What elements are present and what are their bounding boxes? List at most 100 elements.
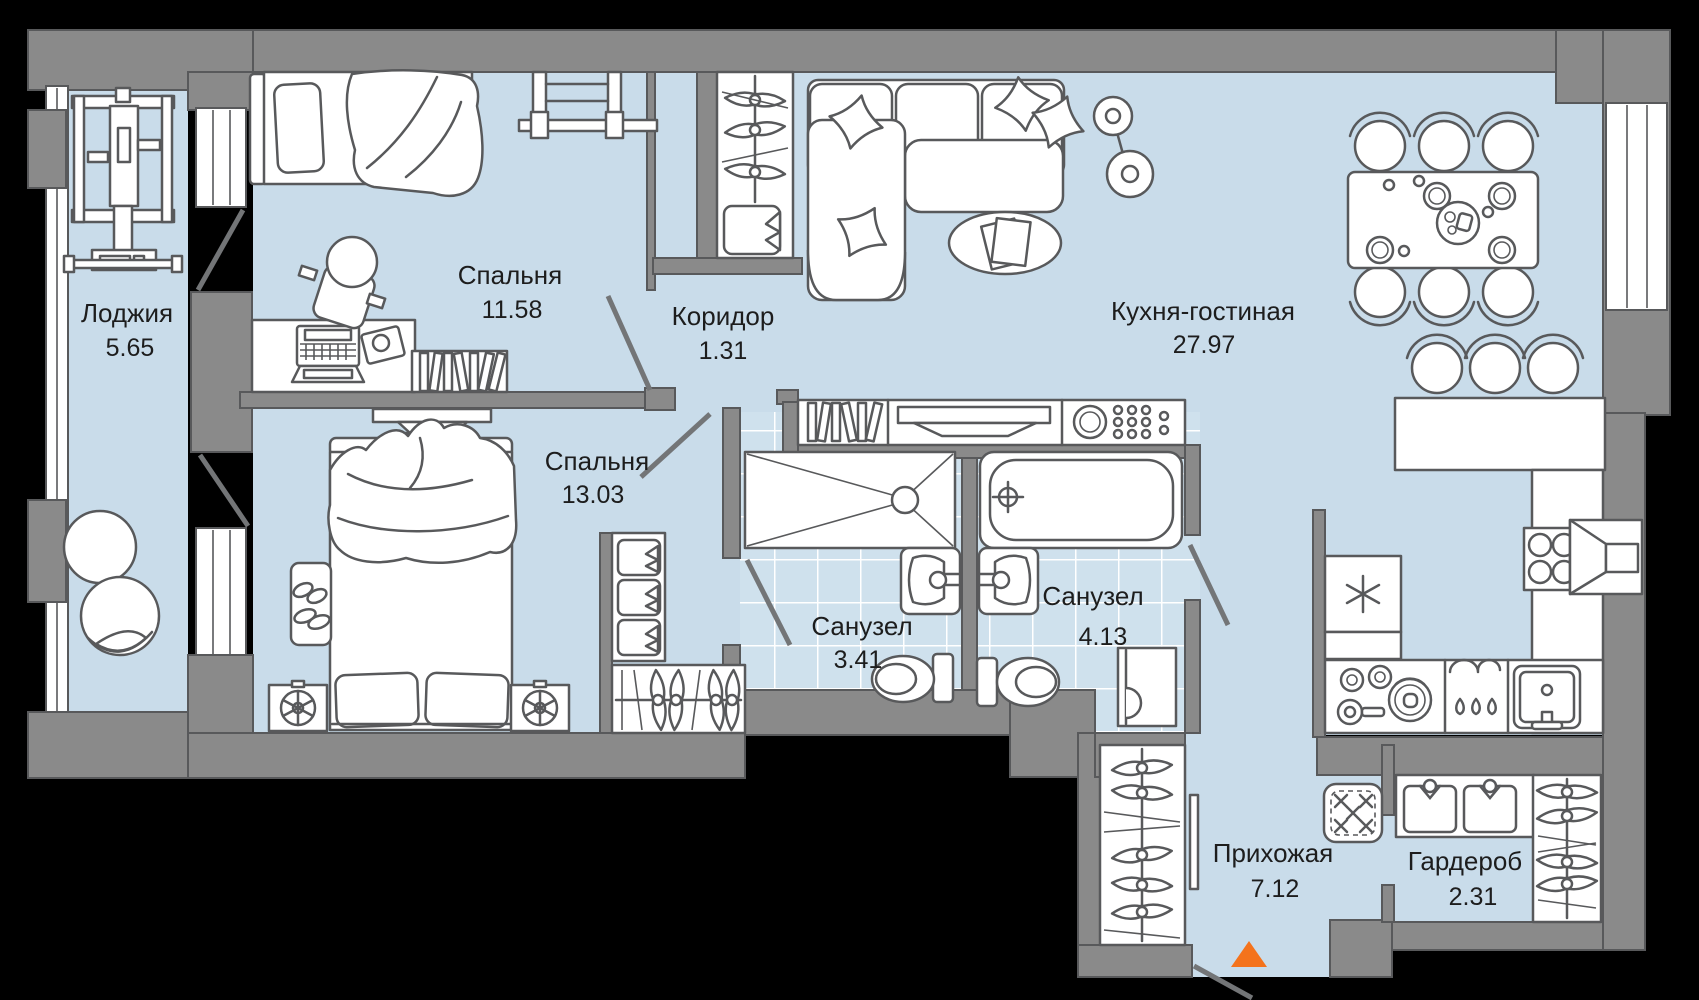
- wardrobe-shirts: [1394, 773, 1536, 839]
- wardrobe-hangers: [610, 663, 747, 735]
- toilet-1: [870, 652, 955, 704]
- room-label-loggia: Лоджия: [81, 298, 173, 328]
- dining-set: [1346, 111, 1540, 327]
- bathtub: [978, 450, 1184, 550]
- shower: [743, 450, 957, 550]
- wall-top: [27, 29, 1671, 73]
- storage-box: [722, 204, 782, 256]
- storage-shelf: [610, 531, 667, 663]
- room-area-hallway: 7.12: [1251, 875, 1300, 903]
- wardrobe-rail: [1531, 773, 1603, 924]
- room-label-bathroom-1: Санузел: [811, 611, 912, 641]
- wall-right-lower: [1602, 412, 1646, 951]
- wall-closet-left: [696, 71, 718, 259]
- room-label-hallway: Прихожая: [1213, 838, 1333, 868]
- stereo-unit: [1072, 404, 1170, 440]
- double-bed: [327, 418, 518, 732]
- wall-bedroom2-bottom: [187, 732, 746, 779]
- wall-loggia-divider-bottom: [187, 654, 254, 736]
- room-labels: Лоджия 5.65 Спальня 11.58 Коридор 1.31 К…: [81, 260, 1522, 911]
- bedside-rug: [289, 561, 333, 647]
- wall-top-loggia: [27, 29, 254, 91]
- door-loggia-upper: [195, 208, 246, 292]
- door-loggia-lower: [197, 453, 251, 528]
- room-area-bedroom-1: 11.58: [482, 296, 543, 324]
- loggia-bedroom-window: [195, 107, 247, 208]
- room-label-bedroom-2: Спальня: [545, 446, 649, 476]
- exercise-machine: [62, 86, 184, 274]
- room-label-bathroom-2: Санузел: [1042, 581, 1143, 611]
- wall-entrance-left: [1077, 944, 1193, 978]
- washbasin-2: [977, 546, 1040, 616]
- desk: [250, 318, 417, 394]
- wall-bathroom1-left-upper: [722, 407, 741, 559]
- desk-photo-detail: [371, 333, 391, 353]
- wall-bedroom2-partition: [599, 532, 613, 734]
- door-bathroom-1: [744, 558, 793, 647]
- toilet-2: [975, 656, 1061, 708]
- plant-pot: [297, 235, 387, 330]
- kitchen-sink: [1512, 664, 1582, 731]
- door-bedroom-2: [639, 412, 712, 479]
- entrance-arrow: [1231, 941, 1267, 967]
- hallway-closet: [1098, 743, 1187, 947]
- door-bedroom-1: [605, 294, 653, 392]
- room-area-wardrobe: 2.31: [1449, 883, 1498, 911]
- washing-machine: [1116, 646, 1178, 728]
- loggia-table: [62, 509, 138, 585]
- wall-bathroom2-right-upper: [1184, 444, 1201, 536]
- room-label-wardrobe: Гардероб: [1408, 846, 1522, 876]
- media-unit: [796, 398, 1187, 447]
- room-label-corridor: Коридор: [672, 301, 775, 331]
- cooker-hood: [1568, 518, 1644, 596]
- loggia-bedroom2-window: [195, 527, 247, 657]
- room-area-loggia: 5.65: [106, 334, 155, 362]
- kitchen-window: [1605, 102, 1668, 311]
- hallway-mirror: [1188, 793, 1200, 891]
- door-bathroom-2: [1187, 543, 1231, 627]
- wall-door-cap: [644, 387, 676, 411]
- wall-closet-bottom: [652, 257, 803, 275]
- single-bed: [248, 69, 484, 197]
- wall-wardrobe-left-upper: [1381, 744, 1395, 816]
- cabinet-drawers: [1448, 658, 1502, 716]
- corridor-closet: [715, 70, 795, 260]
- fridge: [1323, 554, 1403, 661]
- room-area-kitchen-living: 27.97: [1173, 331, 1236, 359]
- room-area-bathroom-2: 4.13: [1079, 623, 1128, 651]
- room-label-bedroom-1: Спальня: [458, 260, 562, 290]
- bookshelf: [410, 349, 509, 394]
- kitchen-counter-bottom: [1323, 658, 1605, 735]
- desk-photo: [360, 325, 406, 365]
- wall-left-pier-1: [27, 109, 67, 189]
- wall-kitchen-bottom: [1316, 736, 1604, 776]
- wall-bedroom1-corridor: [646, 71, 656, 291]
- wall-wardrobe-left-lower: [1381, 884, 1395, 923]
- loggia-egg-chair: [79, 575, 161, 657]
- wall-bars: [517, 70, 659, 140]
- wall-kitchen-partition: [1312, 509, 1326, 738]
- doormat: [1322, 782, 1384, 844]
- floor-lamp: [1092, 95, 1155, 199]
- wall-bathroom1-bottom: [722, 689, 1011, 736]
- wall-bottom-left: [27, 711, 189, 779]
- wall-loggia-pylon: [190, 291, 253, 453]
- corner-sofa: [806, 72, 1094, 302]
- bar-stools: [1405, 333, 1585, 395]
- fan-heater: [267, 679, 329, 733]
- room-label-kitchen-living: Кухня-гостиная: [1111, 296, 1295, 326]
- tv-living: [896, 405, 1052, 438]
- washbasin-1: [899, 546, 962, 616]
- wall-left-pier-2: [27, 499, 67, 603]
- wall-media-stub: [782, 401, 799, 457]
- bar-counter: [1393, 396, 1607, 472]
- stove: [1522, 518, 1644, 596]
- coffee-table: [947, 210, 1063, 276]
- room-area-corridor: 1.31: [699, 337, 748, 365]
- room-area-bedroom-2: 13.03: [562, 481, 625, 509]
- door-entrance: [1192, 963, 1254, 1000]
- wall-entrance-right: [1329, 919, 1393, 978]
- cookware: [1336, 664, 1433, 726]
